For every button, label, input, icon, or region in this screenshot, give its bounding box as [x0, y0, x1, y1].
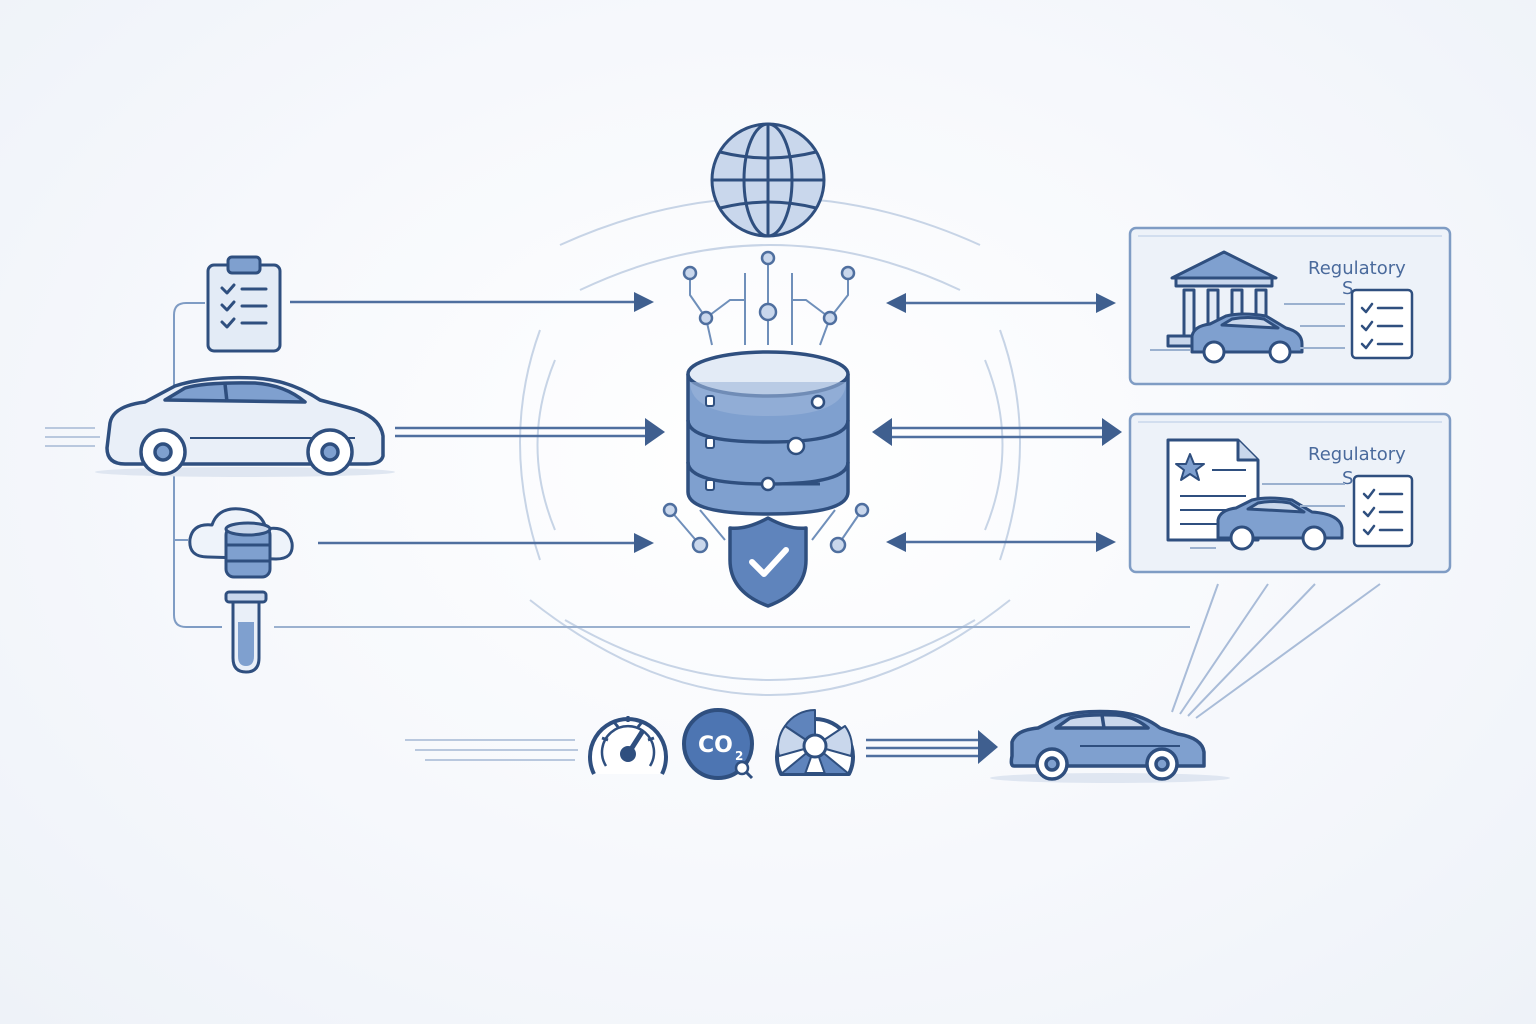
panel-2-car-icon — [1216, 496, 1344, 551]
panel-1-car-icon — [1190, 312, 1304, 364]
wheel-icon — [775, 708, 855, 776]
bottom-car-icon — [990, 709, 1230, 783]
panel-2-subtitle: S — [1342, 468, 1353, 489]
panel-1-title: Regulatory — [1308, 258, 1406, 279]
clipboard-icon — [206, 255, 282, 353]
panel-1-checklist-icon — [1350, 288, 1414, 360]
bottom-arrow — [866, 730, 998, 764]
panel-2-title: Regulatory — [1308, 444, 1406, 465]
globe-icon — [710, 122, 826, 238]
network-node-dots-bottom — [662, 502, 870, 554]
panel-2-checklist-icon — [1352, 474, 1414, 548]
speedometer-icon — [588, 716, 668, 775]
car-icon — [95, 375, 395, 477]
bottom-speed-lines — [405, 739, 578, 761]
co2-subscript: 2 — [735, 749, 743, 763]
database-server-icon — [686, 350, 850, 516]
co2-icon: CO 2 — [682, 708, 754, 780]
panel-1-subtitle: S — [1342, 278, 1353, 299]
car-speed-lines — [45, 427, 100, 447]
test-tube-icon — [224, 590, 268, 674]
co2-label: CO — [698, 733, 733, 758]
panel-beam-lines — [1171, 583, 1381, 719]
input-arrows — [274, 292, 1190, 628]
network-node-dots-top — [682, 250, 856, 326]
shield-check-icon — [728, 516, 808, 608]
hub-orbit-arcs — [519, 196, 1021, 696]
output-arrows — [872, 293, 1122, 552]
regulatory-panel-2: Regulatory S — [1128, 412, 1452, 574]
panel-1-speed-lines — [1150, 303, 1345, 351]
network-nodes-top — [689, 258, 849, 346]
regulatory-panel-1: Regulatory S — [1128, 226, 1452, 386]
panel-2-speed-lines — [1190, 483, 1345, 549]
cloud-database-icon — [188, 507, 294, 579]
